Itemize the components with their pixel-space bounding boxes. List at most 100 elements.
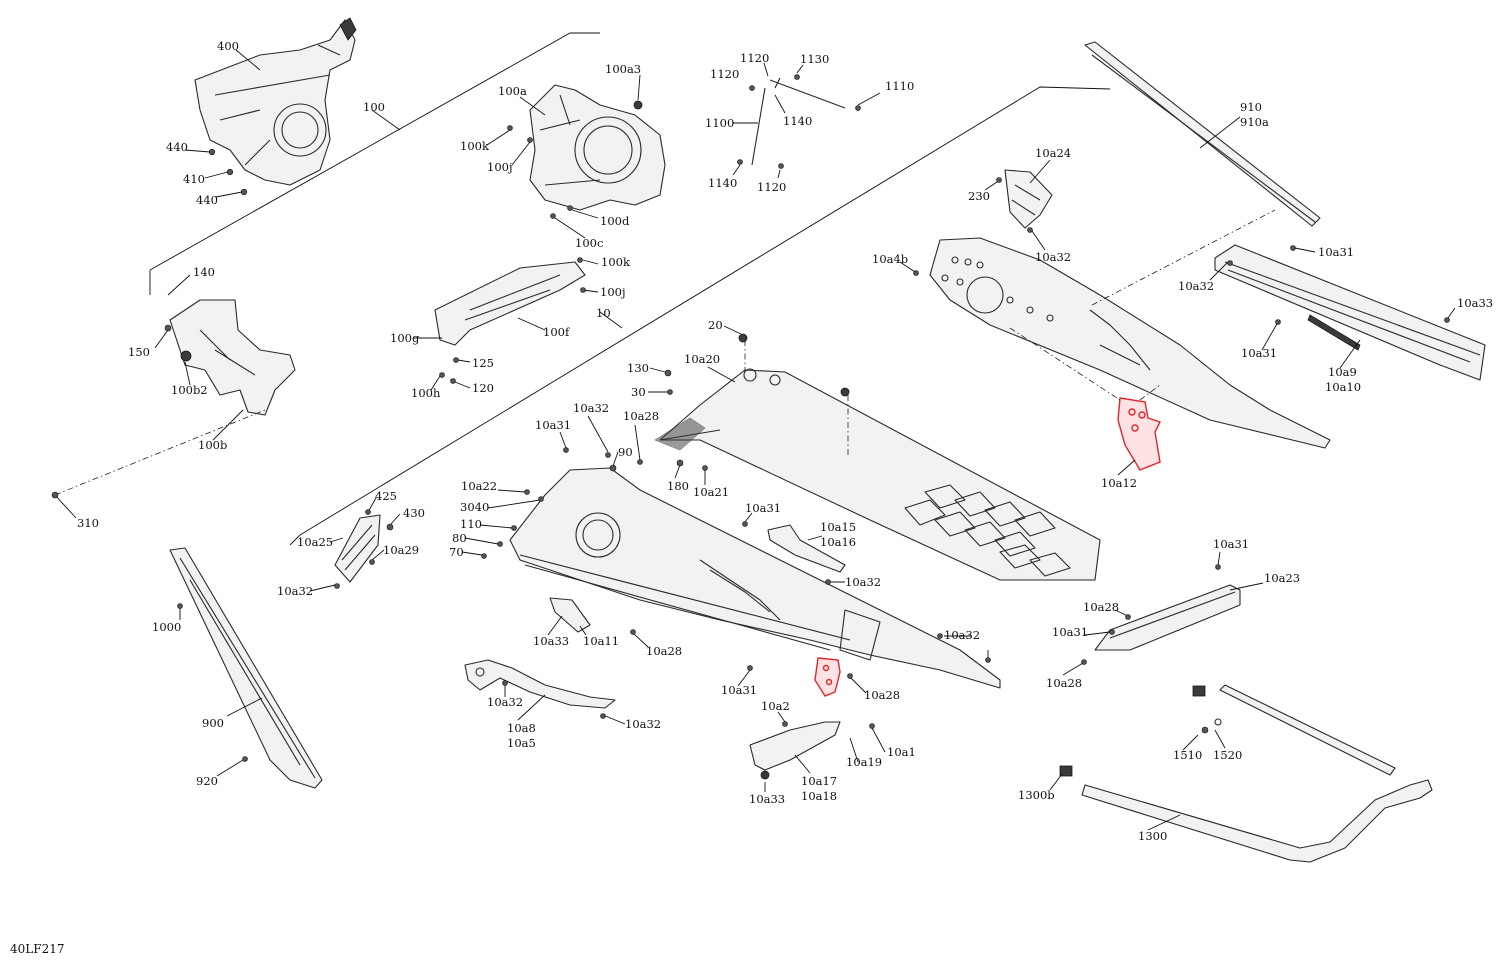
callout-1300b: 1300b — [1018, 788, 1055, 802]
callout-10a32: 10a32 — [845, 575, 881, 589]
callout-10a31: 10a31 — [535, 418, 571, 432]
callout-1510: 1510 — [1173, 748, 1202, 762]
part-10a25-grille — [334, 514, 381, 583]
callout-430: 430 — [403, 506, 425, 520]
part-10a9-footrest — [1214, 244, 1486, 381]
callout-100g: 100g — [390, 331, 420, 345]
callout-10a22: 10a22 — [461, 479, 497, 493]
callout-10a31: 10a31 — [1318, 245, 1354, 259]
callout-100j: 100j — [600, 285, 626, 299]
callout-10a33: 10a33 — [533, 634, 569, 648]
callout-120: 120 — [472, 381, 494, 395]
part-100a-support — [529, 84, 666, 211]
callout-20: 20 — [708, 318, 723, 332]
callout-310: 310 — [77, 516, 99, 530]
callout-910a: 910a — [1240, 115, 1269, 129]
callout-10a33: 10a33 — [1457, 296, 1493, 310]
assembly-bracket-lines — [149, 32, 1111, 546]
callout-3040: 3040 — [460, 500, 489, 514]
callout-920: 920 — [196, 774, 218, 788]
callout-440: 440 — [166, 140, 188, 154]
callout-1110: 1110 — [885, 79, 914, 93]
callout-10a21: 10a21 — [693, 485, 729, 499]
callout-150: 150 — [128, 345, 150, 359]
callout-100a3: 100a3 — [605, 62, 641, 76]
callout-1130: 1130 — [800, 52, 829, 66]
part-910-rail — [1084, 41, 1321, 227]
callout-180: 180 — [667, 479, 689, 493]
callout-900: 900 — [202, 716, 224, 730]
callout-10a1: 10a1 — [887, 745, 916, 759]
part-900-rail — [169, 547, 323, 789]
callout-100c: 100c — [575, 236, 603, 250]
callout-10a4b: 10a4b — [872, 252, 908, 266]
callout-10a31: 10a31 — [1241, 346, 1277, 360]
part-10a17-bracket — [749, 721, 841, 780]
callout-10a16: 10a16 — [820, 535, 856, 549]
callout-1520: 1520 — [1213, 748, 1242, 762]
callout-10a32: 10a32 — [625, 717, 661, 731]
callout-1300: 1300 — [1138, 829, 1167, 843]
tunnel-plate-vents — [904, 484, 1071, 577]
callout-10a2: 10a2 — [761, 699, 790, 713]
callout-410: 410 — [183, 172, 205, 186]
callout-10a23: 10a23 — [1264, 571, 1300, 585]
callout-10a8: 10a8 — [507, 721, 536, 735]
callout-10a31: 10a31 — [745, 501, 781, 515]
callout-1140: 1140 — [708, 176, 737, 190]
callout-10a29: 10a29 — [383, 543, 419, 557]
callout-10a18: 10a18 — [801, 789, 837, 803]
callout-10a32: 10a32 — [1035, 250, 1071, 264]
callout-10a31: 10a31 — [1213, 537, 1249, 551]
callout-10a32: 10a32 — [573, 401, 609, 415]
callout-10a10: 10a10 — [1325, 380, 1361, 394]
callout-10a5: 10a5 — [507, 736, 536, 750]
callout-10: 10 — [596, 306, 611, 320]
panel-holes — [941, 256, 1054, 322]
callout-400: 400 — [217, 39, 239, 53]
callout-10a28: 10a28 — [646, 644, 682, 658]
part-10a12-highlighted-lower — [814, 657, 841, 697]
callout-10a24: 10a24 — [1035, 146, 1071, 160]
part-1100-steering-rods — [737, 74, 861, 169]
callout-10a19: 10a19 — [846, 755, 882, 769]
callout-10a25: 10a25 — [297, 535, 333, 549]
callout-1120: 1120 — [710, 67, 739, 81]
part-100f-bracket — [434, 261, 586, 346]
callout-1120: 1120 — [740, 51, 769, 65]
callout-10a12: 10a12 — [1101, 476, 1137, 490]
callout-10a31: 10a31 — [1052, 625, 1088, 639]
callout-100d: 100d — [600, 214, 630, 228]
callout-100: 100 — [363, 100, 385, 114]
callout-10a17: 10a17 — [801, 774, 837, 788]
callout-100h: 100h — [411, 386, 441, 400]
callout-10a11: 10a11 — [583, 634, 619, 648]
callout-425: 425 — [375, 489, 397, 503]
callout-labels: 400 100 440 410 440 100a3 100a 100k 100j… — [77, 39, 1493, 843]
callout-10a32: 10a32 — [487, 695, 523, 709]
part-10a20-tunnel-plate — [654, 333, 1101, 581]
part-10a8-support — [464, 659, 616, 709]
callout-1140: 1140 — [783, 114, 812, 128]
callout-1100: 1100 — [705, 116, 734, 130]
callout-100b2: 100b2 — [171, 383, 208, 397]
part-10a12-highlighted — [1117, 397, 1161, 471]
part-10a11-bracket — [549, 597, 591, 633]
callout-10a32: 10a32 — [944, 628, 980, 642]
callout-10a32: 10a32 — [277, 584, 313, 598]
callout-100j: 100j — [487, 160, 513, 174]
leader-lines — [54, 49, 1456, 831]
callout-10a28: 10a28 — [1083, 600, 1119, 614]
callout-10a28: 10a28 — [864, 688, 900, 702]
part-10a24-bracket — [1004, 169, 1053, 229]
callout-110: 110 — [460, 517, 482, 531]
callout-100k: 100k — [601, 255, 631, 269]
callout-90: 90 — [618, 445, 633, 459]
callout-10a33: 10a33 — [749, 792, 785, 806]
callout-100f: 100f — [543, 325, 570, 339]
part-100b-bracket — [164, 299, 296, 416]
callout-30: 30 — [631, 385, 646, 399]
part-tunnel-side-panel-upper — [929, 237, 1331, 449]
callout-125: 125 — [472, 356, 494, 370]
